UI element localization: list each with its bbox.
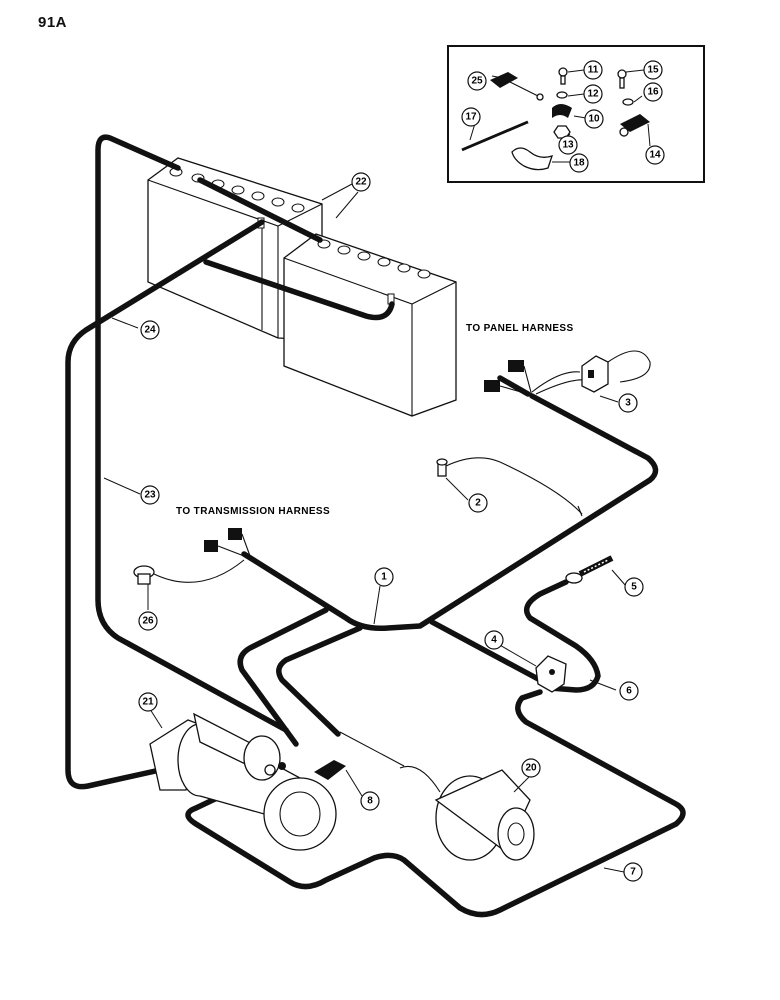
- svg-text:10: 10: [588, 114, 600, 125]
- svg-text:7: 7: [630, 867, 636, 878]
- label-to-panel-harness: TO PANEL HARNESS: [466, 323, 574, 334]
- screw-15: [617, 69, 627, 89]
- harness-1-lower-loop-2: [276, 625, 363, 737]
- callout-24: 24: [140, 320, 160, 340]
- svg-text:12: 12: [587, 89, 599, 100]
- callout-1: 1: [374, 567, 394, 587]
- cable-23: [95, 134, 289, 733]
- callout-7: 7: [623, 862, 643, 882]
- svg-text:23: 23: [144, 490, 156, 501]
- callout-20: 20: [521, 758, 541, 778]
- callout-3: 3: [618, 393, 638, 413]
- svg-text:2: 2: [475, 498, 481, 509]
- terminal-boot-8: [314, 760, 346, 780]
- callout-17: 17: [461, 107, 481, 127]
- svg-text:26: 26: [142, 616, 154, 627]
- svg-text:13: 13: [562, 140, 574, 151]
- callout-11: 11: [583, 60, 603, 80]
- cable-24: [65, 219, 265, 790]
- callout-12: 12: [583, 84, 603, 104]
- svg-text:4: 4: [491, 635, 497, 646]
- loom-clip-18: [511, 147, 554, 171]
- callout-10: 10: [584, 109, 604, 129]
- sender-5: [565, 555, 614, 584]
- svg-text:15: 15: [647, 65, 659, 76]
- sensor-2: [436, 457, 583, 515]
- svg-text:16: 16: [647, 87, 659, 98]
- clip-10: [552, 104, 572, 118]
- alternator-20: [339, 731, 535, 861]
- callout-18: 18: [569, 153, 589, 173]
- svg-text:1: 1: [381, 572, 387, 583]
- transmission-connectors: [204, 528, 251, 557]
- svg-text:3: 3: [625, 398, 631, 409]
- svg-text:5: 5: [631, 582, 637, 593]
- relay-wire: [429, 619, 543, 683]
- svg-text:24: 24: [144, 325, 156, 336]
- starter-motor-21: [149, 712, 337, 851]
- callout-16: 16: [643, 82, 663, 102]
- screw-11: [558, 67, 568, 85]
- battery-link: [203, 259, 395, 321]
- harness-1-branch-2: [577, 505, 583, 517]
- cable-6: [523, 579, 601, 693]
- switch-3: [581, 350, 651, 393]
- svg-text:20: 20: [525, 763, 537, 774]
- harness-1-branch-panel: [497, 375, 531, 397]
- callout-22: 22: [351, 172, 371, 192]
- callout-6: 6: [619, 681, 639, 701]
- battery-right: [283, 233, 457, 417]
- callout-25: 25: [467, 71, 487, 91]
- callout-8: 8: [360, 791, 380, 811]
- sensor-26: [133, 559, 245, 585]
- callout-13: 13: [558, 135, 578, 155]
- svg-text:11: 11: [588, 65, 599, 76]
- harness-1-lower-loop: [237, 607, 329, 747]
- callout-2: 2: [468, 493, 488, 513]
- washer-12: [556, 91, 568, 99]
- callout-21: 21: [138, 692, 158, 712]
- cable-strap-17: [461, 120, 529, 153]
- cable-7: [185, 689, 686, 918]
- svg-text:8: 8: [367, 796, 373, 807]
- svg-text:25: 25: [471, 76, 483, 87]
- harness-1: [241, 393, 659, 632]
- relay-4: [535, 655, 567, 693]
- svg-text:14: 14: [649, 150, 661, 161]
- terminal-boot-14: [619, 114, 650, 137]
- callout-23: 23: [140, 485, 160, 505]
- callout-26: 26: [138, 611, 158, 631]
- svg-text:18: 18: [573, 158, 585, 169]
- callout-15: 15: [643, 60, 663, 80]
- page-number: 91A: [38, 14, 68, 31]
- svg-text:6: 6: [626, 686, 632, 697]
- callout-5: 5: [624, 577, 644, 597]
- callout-14: 14: [645, 145, 665, 165]
- svg-text:22: 22: [355, 177, 367, 188]
- svg-text:21: 21: [142, 697, 154, 708]
- label-to-transmission-harness: TO TRANSMISSION HARNESS: [176, 506, 330, 517]
- svg-text:17: 17: [465, 112, 477, 123]
- terminal-boot-25: [490, 72, 544, 101]
- battery-jumper: [197, 177, 323, 243]
- washer-16: [622, 98, 634, 106]
- callout-4: 4: [484, 630, 504, 650]
